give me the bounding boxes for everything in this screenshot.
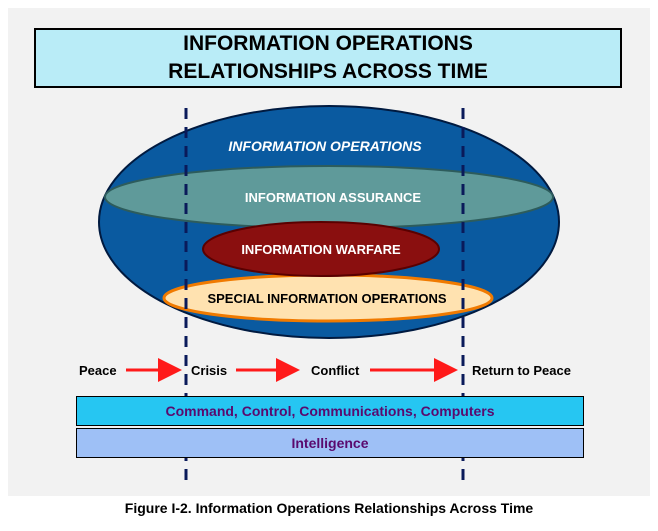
intelligence-bar-label: Intelligence xyxy=(291,435,369,451)
intelligence-bar: Intelligence xyxy=(76,428,584,458)
information-operations-label: INFORMATION OPERATIONS xyxy=(228,138,422,154)
information-assurance-label: INFORMATION ASSURANCE xyxy=(245,190,422,205)
information-warfare-ellipse xyxy=(202,221,440,277)
title-line-2: RELATIONSHIPS ACROSS TIME xyxy=(168,60,488,83)
phase-return-to-peace: Return to Peace xyxy=(472,363,571,378)
information-warfare-label: INFORMATION WARFARE xyxy=(241,242,401,257)
phase-crisis: Crisis xyxy=(191,363,228,378)
title-box: INFORMATION OPERATIONS RELATIONSHIPS ACR… xyxy=(34,28,622,88)
phase-conflict: Conflict xyxy=(311,363,360,378)
special-information-operations-label: SPECIAL INFORMATION OPERATIONS xyxy=(207,291,446,306)
figure-caption: Figure I-2. Information Operations Relat… xyxy=(124,500,534,516)
title-line-1: INFORMATION OPERATIONS xyxy=(183,32,473,55)
c4-bar-label: Command, Control, Communications, Comput… xyxy=(165,403,495,419)
c4-bar: Command, Control, Communications, Comput… xyxy=(76,396,584,426)
phase-peace: Peace xyxy=(79,363,117,378)
